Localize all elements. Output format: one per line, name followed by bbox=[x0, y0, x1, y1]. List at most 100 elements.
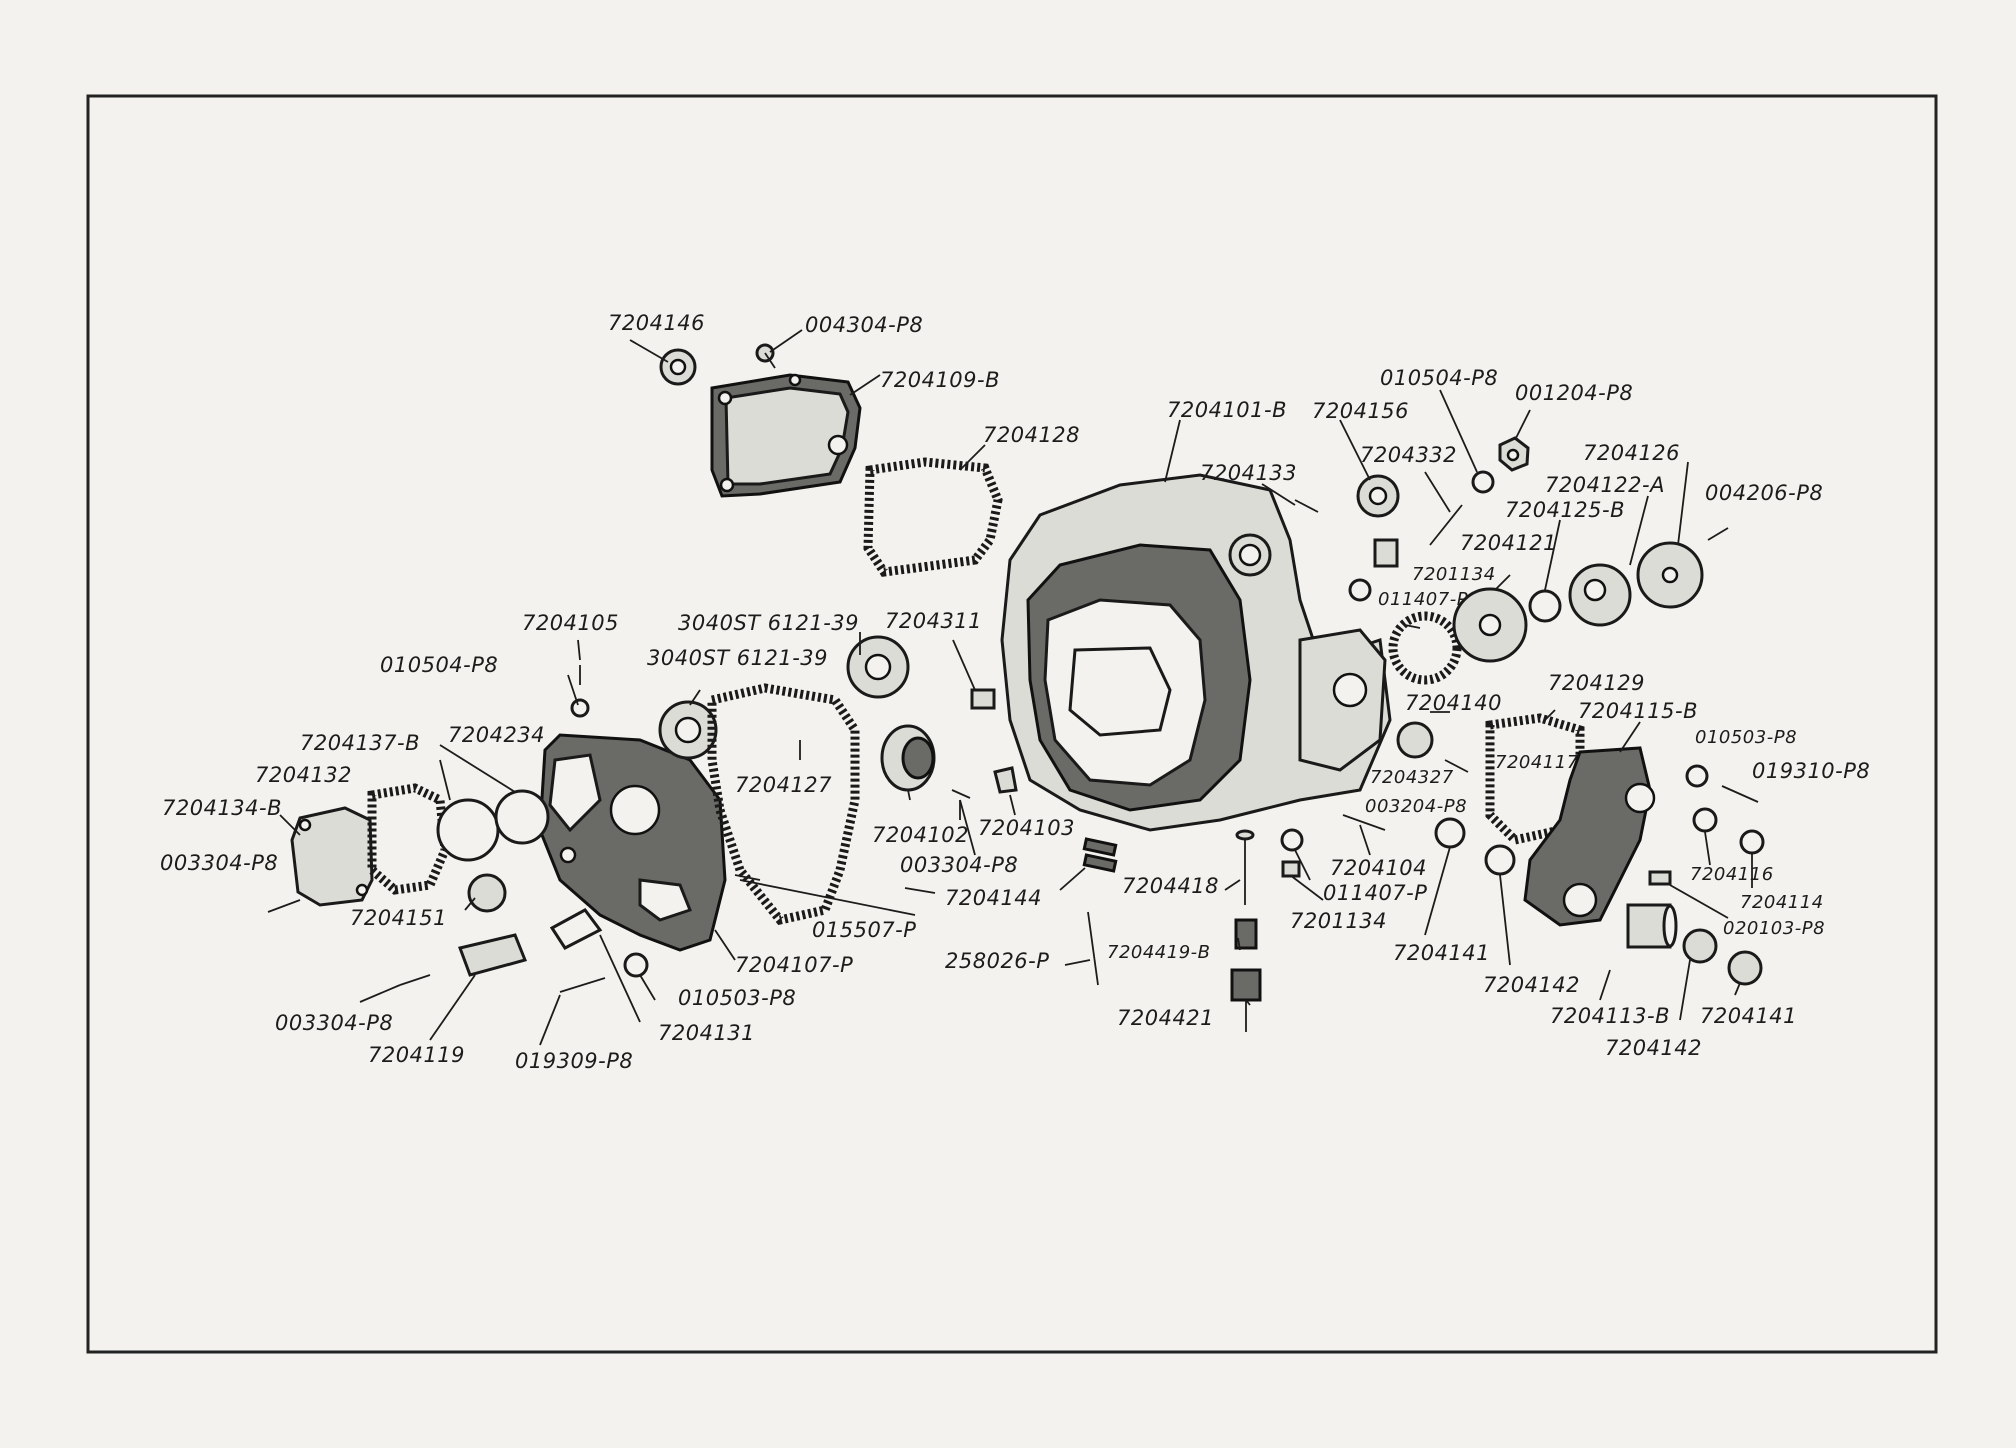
ring-part-7204142-left bbox=[1484, 844, 1516, 876]
disc-part bbox=[1396, 721, 1434, 759]
washer-part-011407 bbox=[1348, 578, 1372, 602]
label-010503-p8-low: 010503-P8 bbox=[678, 986, 796, 1010]
bearing-part-left bbox=[658, 700, 718, 760]
bolt-part-019310 bbox=[1721, 785, 1759, 803]
label-7204113-b: 7204113-B bbox=[1550, 1004, 1670, 1028]
label-7204119: 7204119 bbox=[368, 1043, 465, 1067]
label-004304-p8: 004304-P8 bbox=[805, 313, 923, 337]
label-7204117: 7204117 bbox=[1495, 752, 1579, 773]
label-020103-p8: 020103-P8 bbox=[1723, 918, 1825, 939]
label-7204121: 7204121 bbox=[1460, 531, 1557, 555]
screw-part-mid bbox=[951, 789, 971, 799]
label-7204234: 7204234 bbox=[448, 723, 545, 747]
label-003304-p8-low: 003304-P8 bbox=[275, 1011, 393, 1035]
ring-part-7204141-right bbox=[1727, 950, 1763, 986]
label-7204418: 7204418 bbox=[1122, 874, 1219, 898]
leader-lines bbox=[279, 329, 1753, 1046]
label-7201134-top: 7201134 bbox=[1412, 564, 1496, 585]
washer-part-7204116 bbox=[1692, 807, 1718, 833]
label-010503-p8-right: 010503-P8 bbox=[1695, 727, 1797, 748]
label-019309-p8: 019309-P8 bbox=[515, 1049, 633, 1073]
label-7204141-left: 7204141 bbox=[1393, 941, 1490, 965]
top-gasket-part bbox=[863, 457, 1003, 577]
nut-part bbox=[659, 348, 697, 386]
ring-part bbox=[1528, 589, 1562, 623]
label-7204116: 7204116 bbox=[1690, 864, 1774, 885]
label-7204101-b: 7204101-B bbox=[1167, 398, 1287, 422]
label-7204122-a: 7204122-A bbox=[1545, 473, 1665, 497]
ring-part-7204141-left bbox=[1434, 817, 1466, 849]
label-010504-p8-left: 010504-P8 bbox=[380, 653, 498, 677]
flange-part bbox=[1452, 587, 1528, 663]
label-7204131: 7204131 bbox=[658, 1021, 755, 1045]
washer-part-7204114 bbox=[1739, 829, 1765, 855]
small-plate-part bbox=[458, 933, 528, 977]
label-7204125-b: 7204125-B bbox=[1505, 498, 1625, 522]
oval-flange-part bbox=[549, 908, 603, 950]
label-7204128: 7204128 bbox=[983, 423, 1080, 447]
plate-part bbox=[436, 798, 500, 862]
tube-part bbox=[1626, 903, 1678, 949]
label-7204140: 7204140 bbox=[1405, 691, 1502, 715]
washer-part-lower bbox=[1280, 828, 1304, 852]
washer-part-left bbox=[570, 698, 590, 718]
label-7204142-right: 7204142 bbox=[1605, 1036, 1702, 1060]
pin-part bbox=[1235, 829, 1255, 905]
label-7204133: 7204133 bbox=[1200, 461, 1297, 485]
label-7204332: 7204332 bbox=[1360, 443, 1457, 467]
plug-part-top bbox=[1373, 538, 1399, 568]
screw-part-003204 bbox=[1444, 759, 1469, 773]
label-7204151: 7204151 bbox=[350, 906, 447, 930]
label-7201134-lower: 7201134 bbox=[1290, 909, 1387, 933]
label-7204146: 7204146 bbox=[608, 311, 705, 335]
small-screw-part bbox=[755, 343, 776, 369]
top-cover-part bbox=[710, 373, 862, 498]
label-019310-p8: 019310-P8 bbox=[1752, 759, 1870, 783]
bearing-part-right bbox=[846, 635, 910, 699]
label-7204115-b: 7204115-B bbox=[1578, 699, 1698, 723]
label-3040st-lower: 3040ST 6121-39 bbox=[647, 646, 828, 670]
label-010504-p8-top: 010504-P8 bbox=[1380, 366, 1498, 390]
spring-part bbox=[1234, 918, 1258, 950]
dowel-pin-part bbox=[734, 874, 761, 881]
label-003204-p8: 003204-P8 bbox=[1365, 796, 1467, 817]
round-cover-part bbox=[1636, 541, 1704, 609]
label-7204156: 7204156 bbox=[1312, 399, 1409, 423]
round-gasket-part bbox=[1388, 611, 1462, 685]
label-7204141-right: 7204141 bbox=[1700, 1004, 1797, 1028]
label-7204419-b: 7204419-B bbox=[1107, 942, 1211, 963]
label-7204126: 7204126 bbox=[1583, 441, 1680, 465]
label-011407-p-lower: 011407-P bbox=[1323, 881, 1427, 905]
gear-part bbox=[880, 724, 936, 792]
side-gasket-part bbox=[707, 683, 860, 926]
washer-part-top bbox=[1471, 470, 1495, 494]
label-003304-p8-mid: 003304-P8 bbox=[900, 853, 1018, 877]
rear-housing-part bbox=[1523, 746, 1656, 927]
seal-part-left bbox=[467, 873, 507, 913]
label-015507-p: 015507-P bbox=[812, 918, 916, 942]
label-7204144: 7204144 bbox=[945, 886, 1042, 910]
side-cover-part bbox=[538, 733, 727, 952]
label-7204105: 7204105 bbox=[522, 611, 619, 635]
end-cover-part bbox=[290, 806, 374, 907]
label-7204102: 7204102 bbox=[872, 823, 969, 847]
washer-part-right bbox=[1685, 764, 1709, 788]
bushing-part bbox=[1356, 474, 1400, 518]
plug-part-lower bbox=[1281, 860, 1301, 878]
label-7204109-b: 7204109-B bbox=[880, 368, 1000, 392]
label-003304-p8-left: 003304-P8 bbox=[160, 851, 278, 875]
label-3040st-upper: 3040ST 6121-39 bbox=[678, 611, 859, 635]
label-001204-p8: 001204-P8 bbox=[1515, 381, 1633, 405]
end-gasket-part bbox=[367, 783, 450, 895]
label-7204142-left: 7204142 bbox=[1483, 973, 1580, 997]
label-258026-p: 258026-P bbox=[945, 949, 1049, 973]
label-7204137-b: 7204137-B bbox=[300, 731, 420, 755]
ring-part-7204234 bbox=[494, 789, 550, 845]
bolt-part-7204133 bbox=[1294, 499, 1319, 513]
label-7204114: 7204114 bbox=[1740, 892, 1824, 913]
washer-part-low bbox=[623, 952, 649, 978]
screw-part-low bbox=[399, 974, 431, 986]
hex-nut-part bbox=[1498, 436, 1530, 472]
label-7204103: 7204103 bbox=[978, 816, 1075, 840]
label-004206-p8: 004206-P8 bbox=[1705, 481, 1823, 505]
